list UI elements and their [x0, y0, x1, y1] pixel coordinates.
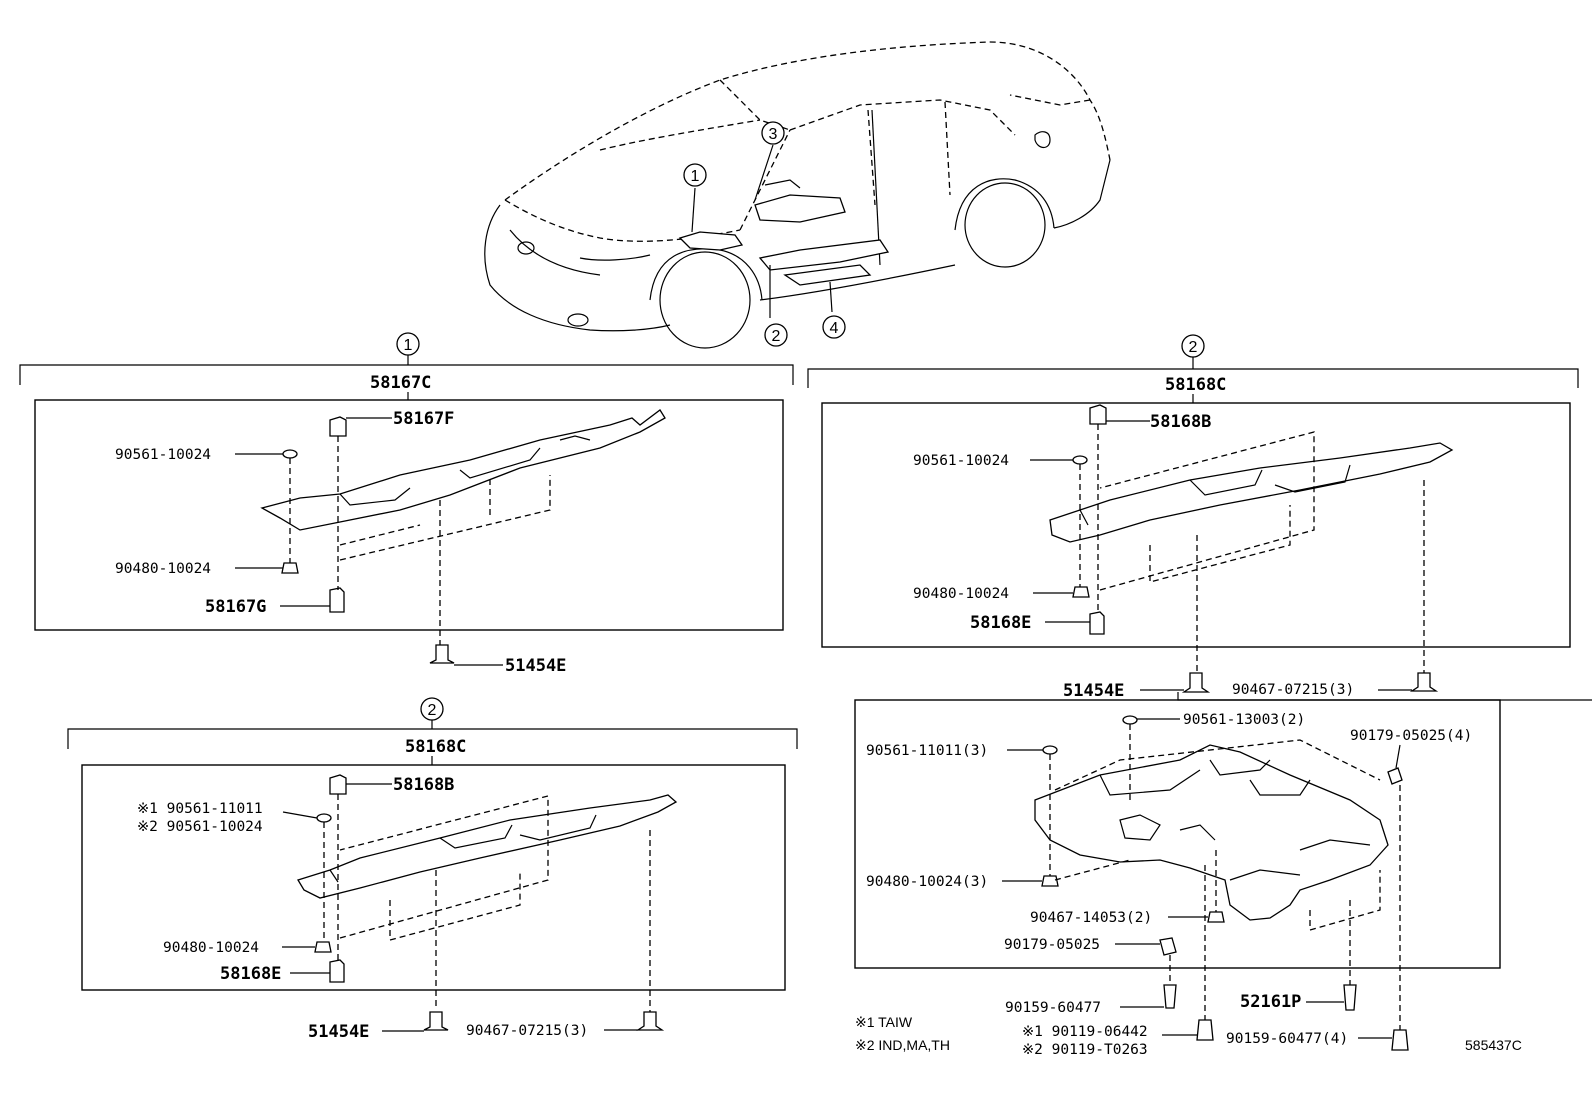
part-90561-10024: 90561-10024: [115, 447, 211, 463]
overview-callout-3: [761, 121, 785, 145]
clip-90467-a: [635, 1011, 665, 1031]
section-1-assembly: 58167C: [370, 373, 431, 393]
overview-callout-4-label: 4: [830, 320, 839, 337]
figure-id: 585437C: [1465, 1037, 1522, 1053]
undercover-panel-2a: [297, 794, 678, 899]
clip-51454E-1: [429, 644, 455, 664]
part-90467-07215-a: 90467-07215(3): [466, 1023, 588, 1039]
part-90467-07215-b: 90467-07215(3): [1232, 682, 1354, 698]
part-90480-10024-b: 90480-10024: [913, 586, 1009, 602]
grommet-90561-13003: [1122, 715, 1138, 725]
section-2a: 2 58168C 58168B ※1 90561-11011 ※2 90561-…: [67, 697, 798, 1042]
section-1-callout-label: 1: [404, 337, 413, 354]
nut-90179: [1159, 937, 1177, 956]
nut-90179-4: [1387, 767, 1403, 785]
grommet-90561-a: [316, 813, 332, 823]
part-90179-05025-4: 90179-05025(4): [1350, 728, 1472, 744]
part-58167F: 58167F: [393, 409, 454, 429]
nut-90480-a: [314, 941, 332, 953]
undercover-panel-2b: [1049, 442, 1454, 543]
part-58167G: 58167G: [205, 597, 266, 617]
overview-callout-1-label: 1: [691, 168, 700, 185]
part-90480-10024: 90480-10024: [115, 561, 211, 577]
section-1: 1 58167C 58167F 90561-10024 90480-10024 …: [19, 332, 794, 676]
clip-52161P: [1343, 984, 1357, 1011]
section-2a-callout-label: 2: [428, 702, 437, 719]
bolt-90467-14053: [1207, 911, 1225, 923]
bolt-90159-4: [1391, 1029, 1409, 1051]
nut-90480-3: [1041, 875, 1059, 887]
overview-callout-2-label: 2: [772, 328, 781, 345]
section-3-box: [854, 699, 1501, 969]
section-1-box: [34, 399, 784, 631]
section-3: 90561-13003(2) 90561-11011(3) 90179-0502…: [854, 692, 1592, 1058]
nut-90480-b: [1072, 586, 1090, 598]
clip-90467-b: [1409, 672, 1439, 692]
part-51454E-1: 51454E: [505, 656, 566, 676]
part-58168B-b: 58168B: [1150, 412, 1211, 432]
part-51454E-a: 51454E: [308, 1022, 369, 1042]
part-90561-13003: 90561-13003(2): [1183, 712, 1305, 728]
part-58168B-a: 58168B: [393, 775, 454, 795]
clip-58168B-a: [329, 774, 347, 795]
part-90159-60477-4: 90159-60477(4): [1226, 1031, 1348, 1047]
section-2a-assembly: 58168C: [405, 737, 466, 757]
part-90561-11011-a: ※1 90561-11011: [137, 801, 263, 817]
part-90561-11011-3: 90561-11011(3): [866, 743, 988, 759]
clip-58167G: [329, 587, 345, 613]
undercover-panel: [260, 409, 666, 531]
engine-undercover: [1034, 744, 1389, 921]
part-58168E-b: 58168E: [970, 613, 1031, 633]
clip-51454E-a: [423, 1011, 449, 1031]
overview-callout-3-label: 3: [769, 126, 778, 143]
clip-51454E-b: [1181, 672, 1211, 693]
grommet-90561-11011: [1042, 745, 1058, 755]
part-90179-05025: 90179-05025: [1004, 937, 1100, 953]
section-2b: 2 58168C 58168B 90561-10024 90480-10024 …: [807, 334, 1579, 701]
part-90159-60477: 90159-60477: [1005, 1000, 1101, 1016]
clip-58168E-a: [329, 959, 345, 983]
note-1: ※1 TAIW: [855, 1014, 913, 1030]
note-2: ※2 IND,MA,TH: [855, 1037, 950, 1053]
footnotes: ※1 TAIW ※2 IND,MA,TH 585437C: [855, 1014, 1522, 1053]
section-2b-box: [821, 402, 1571, 648]
part-90119-T0263: ※2 90119-T0263: [1022, 1042, 1148, 1058]
part-52161P: 52161P: [1240, 992, 1301, 1012]
part-58168E-a: 58168E: [220, 964, 281, 984]
overview-callout-4: [822, 315, 846, 339]
clip-58168E-b: [1089, 611, 1105, 635]
part-51454E-b: 51454E: [1063, 681, 1124, 701]
overview-callout-1: [683, 163, 707, 187]
bolt-90159: [1163, 984, 1177, 1009]
part-90480-10024-a: 90480-10024: [163, 940, 259, 956]
part-90467-14053-2: 90467-14053(2): [1030, 910, 1152, 926]
section-2b-assembly: 58168C: [1165, 375, 1226, 395]
bolt-90119: [1196, 1019, 1214, 1041]
clip-58167F: [329, 416, 347, 437]
part-90119-06442: ※1 90119-06442: [1022, 1024, 1148, 1040]
clip-58168B-b: [1089, 404, 1107, 425]
overview-callout-2: [764, 323, 788, 347]
grommet-90561: [282, 449, 298, 459]
section-2a-box: [81, 764, 786, 991]
grommet-90561-b: [1072, 455, 1088, 465]
part-90480-10024-3: 90480-10024(3): [866, 874, 988, 890]
car-overview: 1 3 2 4: [484, 41, 1111, 349]
nut-90480: [281, 562, 299, 574]
section-2b-callout-label: 2: [1189, 339, 1198, 356]
part-90561-10024-b: 90561-10024: [913, 453, 1009, 469]
part-90561-10024-a: ※2 90561-10024: [137, 819, 263, 835]
